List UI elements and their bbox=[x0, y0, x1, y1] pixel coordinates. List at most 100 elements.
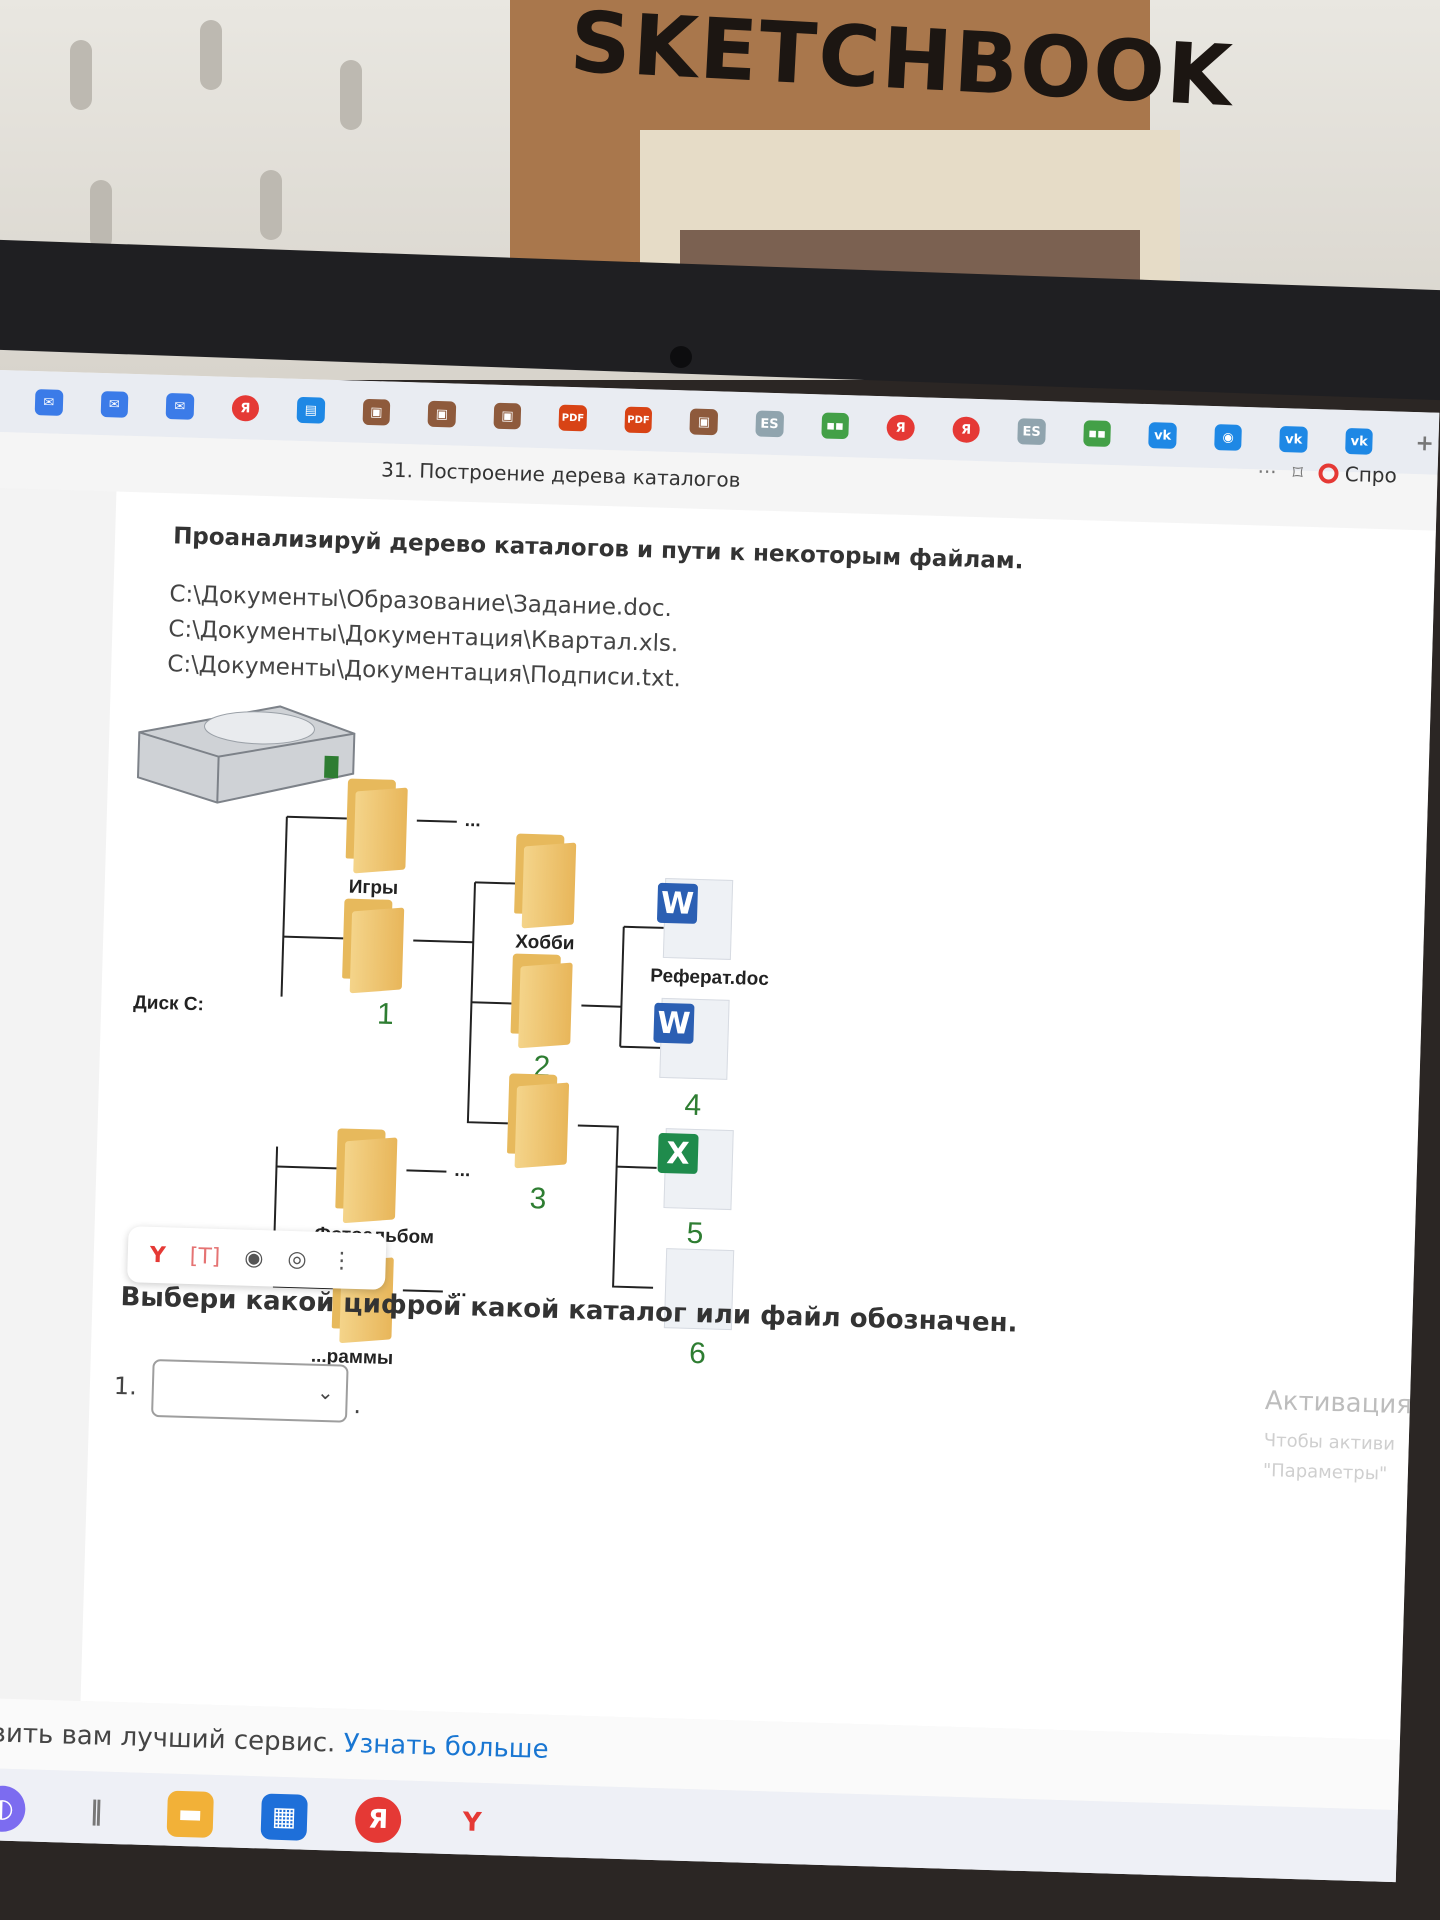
disk-label: Диск С: bbox=[132, 992, 205, 1016]
add-tab-icon[interactable]: + bbox=[1415, 430, 1435, 457]
image-icon[interactable]: ▣ bbox=[427, 400, 457, 428]
webcam bbox=[670, 346, 692, 368]
learn-more-link[interactable]: Узнать больше bbox=[343, 1728, 550, 1765]
selection-toolbar: Y [T] ◉ ◎ ⋮ bbox=[126, 1226, 387, 1290]
file-label-referat: Реферат.doc bbox=[649, 965, 770, 991]
file-explorer-icon[interactable]: ▬ bbox=[166, 1790, 214, 1838]
pegboard-hole bbox=[70, 40, 92, 110]
tree-line bbox=[581, 1004, 622, 1008]
chevron-down-icon: ⌄ bbox=[316, 1379, 335, 1405]
activation-title: Активация bbox=[1264, 1385, 1413, 1421]
tab-title: 31. Построение дерева каталогов bbox=[380, 457, 741, 493]
translate-icon[interactable]: [T] bbox=[189, 1243, 221, 1270]
yandex-icon[interactable]: Я bbox=[886, 414, 915, 442]
tree-line bbox=[286, 815, 347, 820]
tree-line bbox=[474, 881, 516, 885]
yandex-icon[interactable]: Я bbox=[231, 394, 260, 422]
tree-line bbox=[283, 935, 344, 940]
tree-line bbox=[416, 819, 457, 823]
yandex-icon[interactable]: Я bbox=[354, 1796, 402, 1844]
pdf-icon[interactable]: PDF bbox=[558, 404, 588, 432]
es-icon[interactable]: ES bbox=[755, 410, 784, 438]
ask-button[interactable]: Спро bbox=[1318, 461, 1398, 488]
hard-disk-icon bbox=[136, 705, 356, 804]
activation-text: Чтобы активи "Параметры" bbox=[1262, 1426, 1396, 1490]
answer-number: 1. bbox=[113, 1371, 138, 1401]
tree-line bbox=[471, 1001, 512, 1005]
tree-line bbox=[413, 939, 474, 944]
bookmark-icon[interactable]: ⌑ bbox=[1292, 460, 1304, 485]
tree-line bbox=[280, 816, 288, 997]
activation-line: Чтобы активи bbox=[1263, 1429, 1396, 1455]
tree-line bbox=[616, 1165, 657, 1169]
folder-icon bbox=[506, 1073, 570, 1169]
store-icon[interactable]: ▦ bbox=[260, 1793, 308, 1841]
vk-icon[interactable]: vk bbox=[1148, 422, 1177, 449]
app-icon[interactable]: ▪▪ bbox=[820, 412, 850, 440]
pegboard-hole bbox=[200, 20, 222, 90]
more-vertical-icon[interactable]: ⋮ bbox=[330, 1247, 354, 1274]
camera-icon[interactable]: ◎ bbox=[287, 1246, 308, 1272]
tree-line bbox=[619, 926, 625, 1047]
yandex-browser-icon[interactable]: Y bbox=[462, 1807, 482, 1838]
app-icon[interactable]: ▪▪ bbox=[1082, 420, 1112, 447]
sketchbook-logo: SKETCHBOOK bbox=[567, 0, 1237, 126]
tree-line bbox=[623, 925, 664, 929]
ask-icon bbox=[1318, 463, 1340, 484]
word-file-icon: W bbox=[653, 997, 730, 1080]
tree-line bbox=[276, 1165, 337, 1170]
eye-icon[interactable]: ◉ bbox=[243, 1245, 264, 1271]
mail-icon[interactable]: ✉ bbox=[34, 389, 63, 416]
answer-select[interactable]: ⌄ bbox=[151, 1358, 349, 1423]
tree-line bbox=[620, 1045, 661, 1049]
mail-icon[interactable]: ✉ bbox=[165, 392, 195, 420]
number-5: 5 bbox=[686, 1216, 704, 1251]
folder-icon bbox=[335, 1128, 398, 1224]
cookie-message: тавить вам лучший сервис. bbox=[0, 1717, 336, 1759]
pegboard-hole bbox=[260, 170, 282, 240]
word-file-icon: W bbox=[656, 877, 734, 960]
folder-icon bbox=[510, 953, 573, 1049]
yandex-icon[interactable]: Y bbox=[149, 1242, 167, 1268]
tree-line bbox=[466, 882, 508, 1125]
instruction: Проанализируй дерево каталогов и пути к … bbox=[172, 523, 1024, 575]
es-icon[interactable]: ES bbox=[1017, 418, 1046, 446]
task-page: Проанализируй дерево каталогов и пути к … bbox=[80, 491, 1436, 1741]
chat-icon[interactable]: ◉ bbox=[1214, 424, 1243, 451]
assistant-icon[interactable]: ◐ bbox=[0, 1785, 26, 1833]
number-3: 3 bbox=[529, 1182, 547, 1216]
toolbar-right: ··· ⌑ Спро bbox=[1257, 459, 1397, 487]
number-1: 1 bbox=[376, 997, 395, 1031]
answer-suffix: . bbox=[353, 1390, 362, 1420]
tree-line bbox=[406, 1169, 447, 1173]
tree-line bbox=[577, 1124, 654, 1289]
pegboard-hole bbox=[340, 60, 362, 130]
folder-label-hobby: Хобби bbox=[514, 931, 575, 955]
vk-icon[interactable]: vk bbox=[1345, 427, 1374, 455]
activation-line: "Параметры" bbox=[1262, 1459, 1388, 1485]
background-photo: SKETCHBOOK bbox=[0, 0, 1440, 380]
number-4: 4 bbox=[684, 1088, 702, 1123]
ellipsis: ... bbox=[454, 1159, 471, 1182]
more-icon[interactable]: ··· bbox=[1257, 459, 1277, 484]
separator-icon: ‖ bbox=[89, 1796, 104, 1827]
folder-label-games: Игры bbox=[348, 876, 399, 900]
paths-list: C:\Документы\Образование\Задание.doc. C:… bbox=[167, 577, 684, 697]
excel-file-icon: X bbox=[657, 1128, 734, 1211]
number-6: 6 bbox=[688, 1336, 707, 1371]
vk-icon[interactable]: vk bbox=[1279, 426, 1308, 453]
mail-icon[interactable]: ✉ bbox=[100, 391, 129, 418]
image-icon[interactable]: ▣ bbox=[362, 398, 391, 426]
ellipsis: ... bbox=[464, 809, 481, 832]
yandex-icon[interactable]: Я bbox=[951, 416, 981, 444]
ask-label: Спро bbox=[1344, 461, 1398, 488]
pdf-icon[interactable]: PDF bbox=[624, 406, 653, 434]
image-icon[interactable]: ▣ bbox=[493, 402, 522, 430]
screen: ✉ ✉ ✉ Я ▤ ▣ ▣ ▣ PDF PDF ▣ ES ▪▪ Я Я ES ▪… bbox=[0, 370, 1440, 1883]
tree-lines bbox=[271, 815, 664, 1293]
page-icon[interactable]: ▤ bbox=[296, 396, 326, 424]
folder-icon bbox=[514, 833, 577, 929]
folder-icon bbox=[342, 898, 405, 994]
cookie-text: тавить вам лучший сервис. Узнать больше bbox=[0, 1717, 549, 1764]
image-icon[interactable]: ▣ bbox=[689, 408, 719, 436]
